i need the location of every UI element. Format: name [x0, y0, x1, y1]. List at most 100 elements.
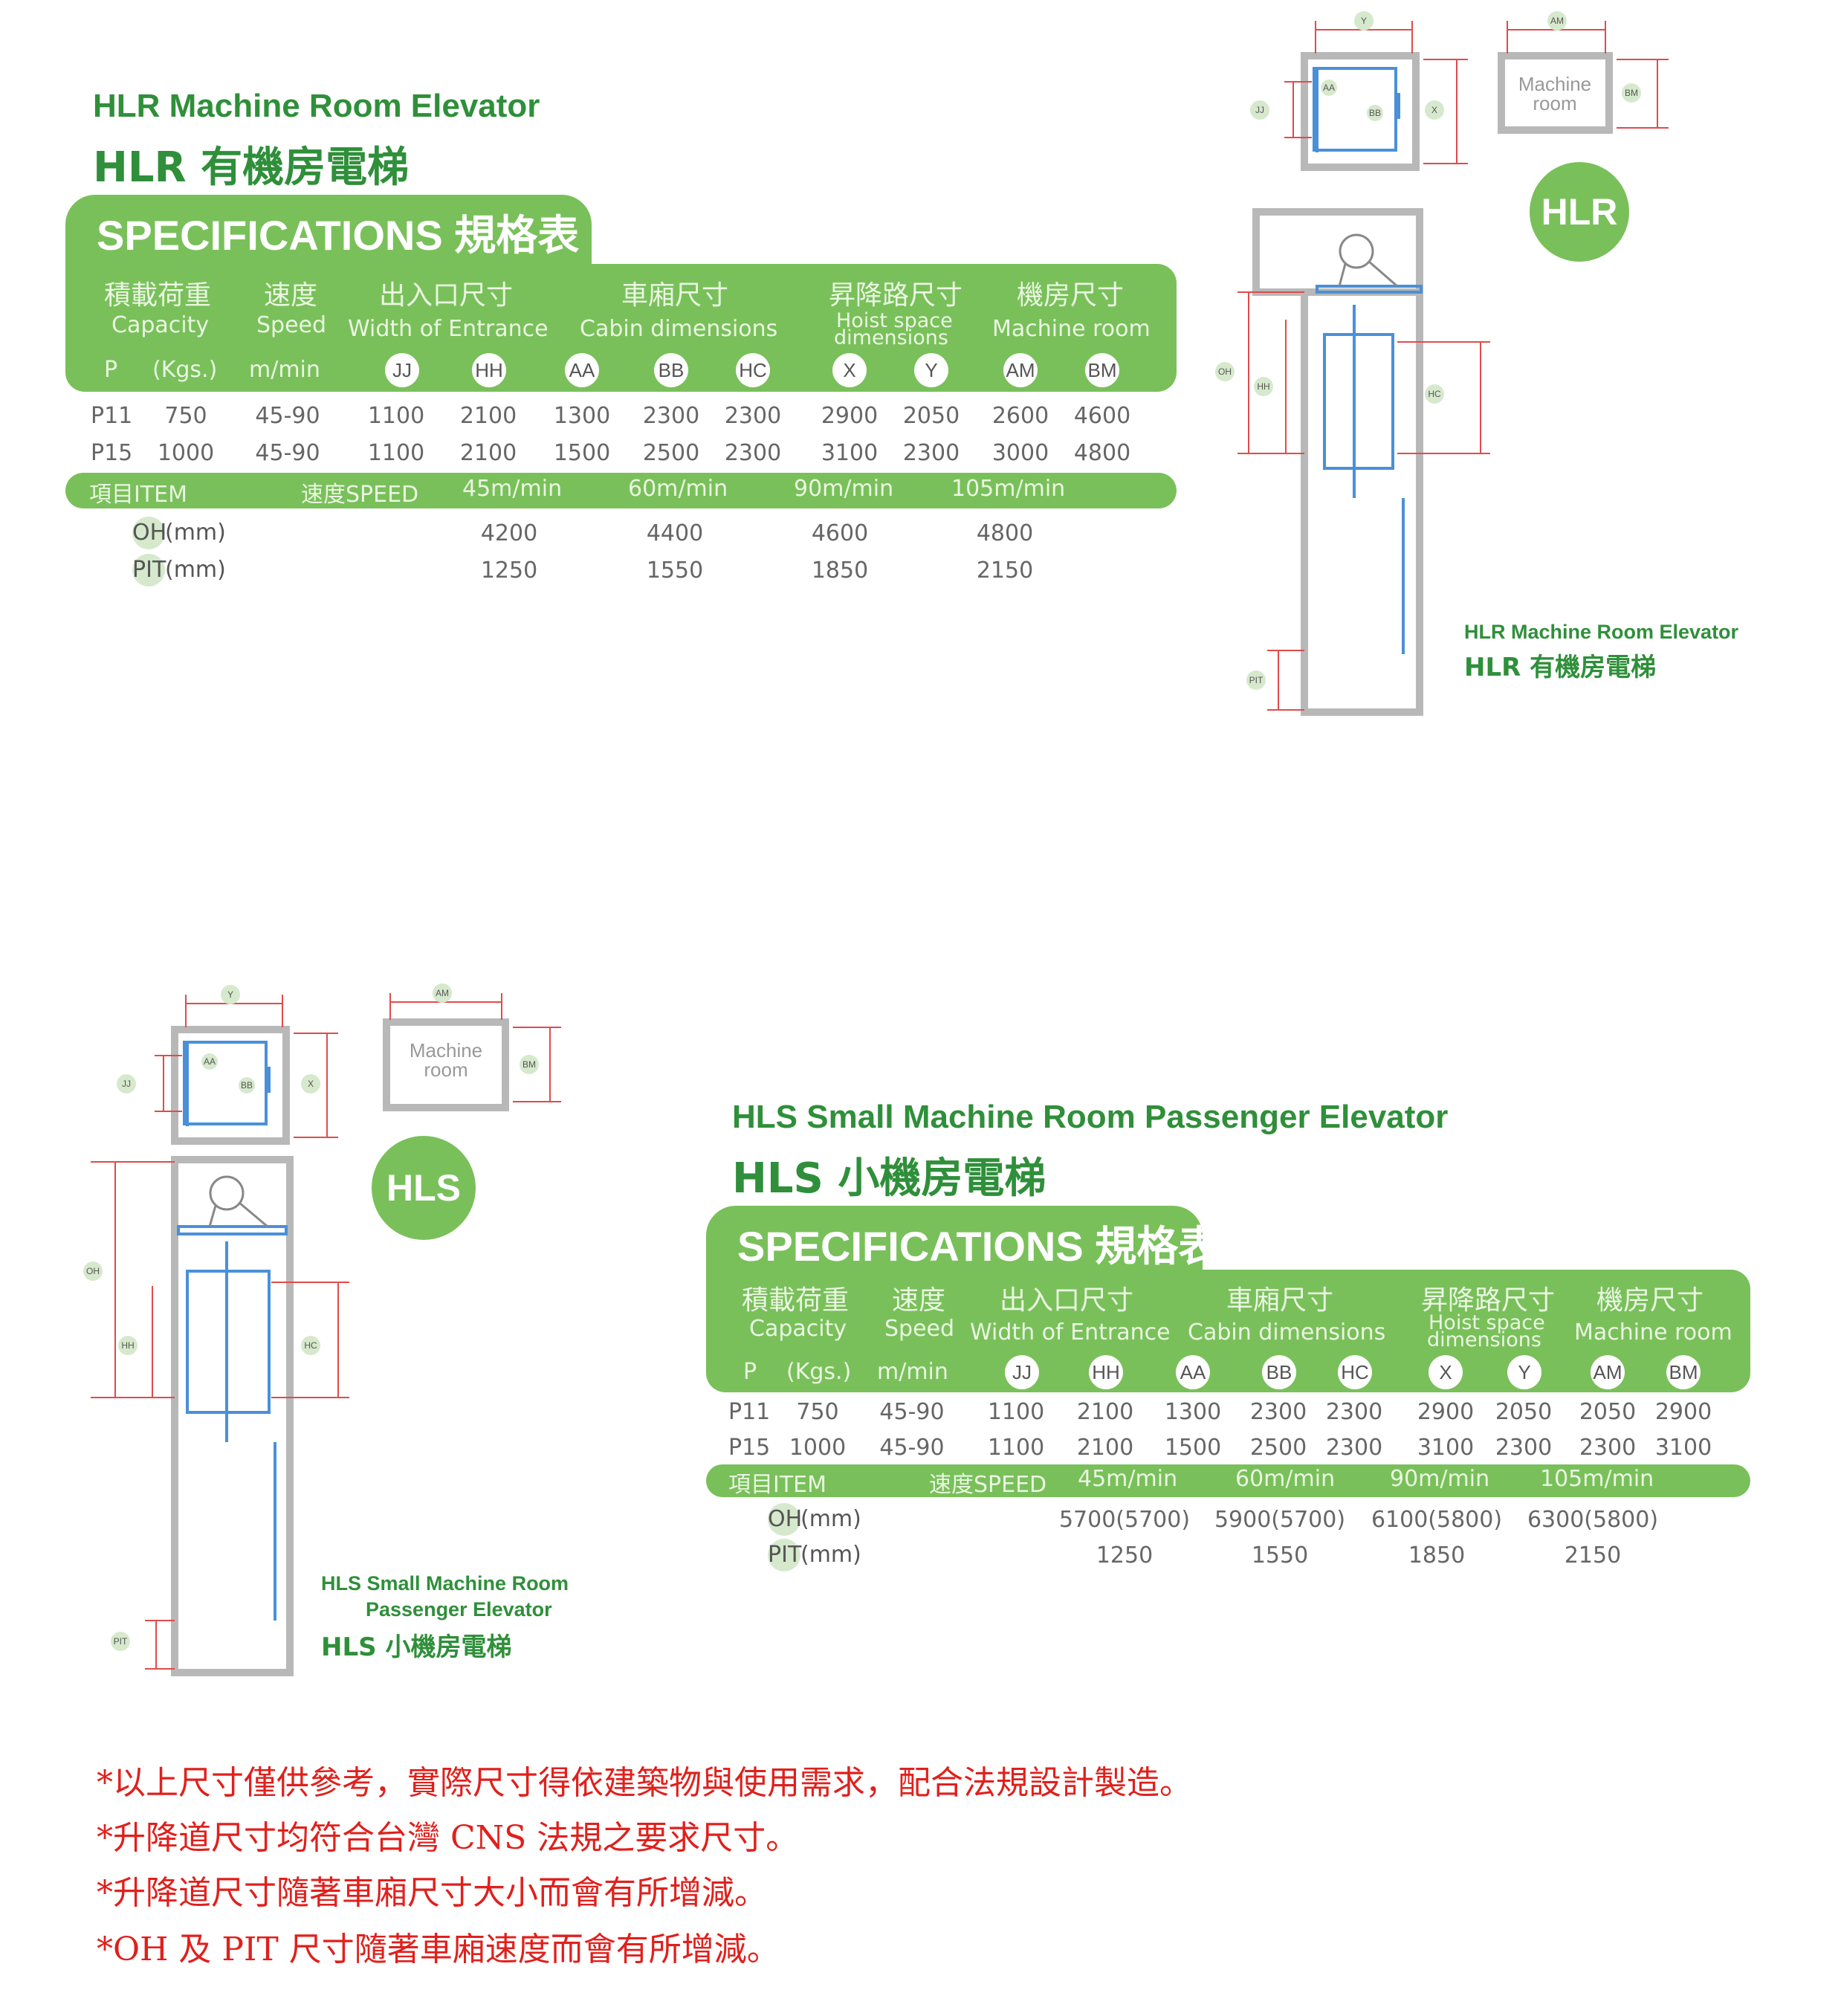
hlr-row1-hc: 2300 [724, 403, 782, 429]
hlr-title-zh: HLR 有機房電梯 [93, 143, 410, 192]
hls-pit-b: (mm) [800, 1542, 861, 1568]
hlr-row2-kgs: 1000 [157, 440, 215, 466]
hls-code-aa: AA [1176, 1355, 1210, 1389]
hlr-dim-jj: JJ [1255, 105, 1264, 115]
hls-oh-45: 5700(5700) [1058, 1507, 1191, 1533]
hls-hdr-hoist-en2: dimensions [1427, 1328, 1541, 1351]
hlr-dim-hc: HC [1428, 389, 1441, 399]
hls-row1-aa: 1300 [1164, 1399, 1222, 1425]
hls-code-bb: BB [1262, 1355, 1296, 1389]
hlr-row1-bm: 4600 [1073, 403, 1131, 429]
hls-speed-45: 45m/min [1078, 1466, 1178, 1492]
hls-dim-hc: HC [304, 1340, 317, 1351]
hlr-dim-y: Y [1361, 16, 1367, 26]
hlr-speed-label: 速度SPEED [301, 482, 419, 508]
hls-hdr-speed-zh: 速度 [892, 1285, 946, 1316]
hls-hdr-speed-en: Speed [884, 1316, 955, 1342]
hls-row1-x: 2900 [1417, 1399, 1475, 1425]
hls-row2-bm: 3100 [1654, 1435, 1712, 1461]
hlr-oh-45: 4200 [480, 520, 538, 546]
hlr-pit-label: PIT(mm) [132, 554, 226, 587]
hlr-oh-90: 4600 [811, 520, 869, 546]
hls-row2-hc: 2300 [1325, 1435, 1383, 1461]
hlr-badge: HLR [1530, 162, 1629, 262]
hls-code-am: AM [1591, 1355, 1625, 1389]
hlr-row1-speed: 45-90 [255, 403, 320, 429]
hlr-dim-oh: OH [1218, 366, 1232, 377]
hls-code-hh: HH [1089, 1355, 1123, 1389]
hls-plan-machine-room [383, 1018, 509, 1111]
hls-hdr-cabin-en: Cabin dimensions [1188, 1319, 1386, 1345]
hls-title-zh: HLS 小機房電梯 [732, 1154, 1046, 1203]
hls-oh-label: OH(mm) [768, 1503, 861, 1536]
hlr-row1-y: 2050 [902, 403, 960, 429]
hlr-row1-aa: 1300 [553, 403, 611, 429]
hlr-dim-bm: BM [1625, 88, 1638, 98]
hlr-hdr-hoist-en2: dimensions [834, 326, 948, 349]
hls-pit-60: 1550 [1251, 1542, 1309, 1568]
hlr-pit-b: (mm) [165, 557, 226, 583]
hlr-hdr-mmin: m/min [249, 357, 320, 383]
hlr-diagram: Y AM JJ AA BB X BM OH HH HC PIT Machine … [1215, 11, 1669, 716]
hlr-row2-bm: 4800 [1073, 440, 1131, 466]
hlr-code-hc: HC [736, 353, 770, 387]
hlr-oh-60: 4400 [646, 520, 704, 546]
hlr-speed-90: 90m/min [794, 476, 894, 502]
hls-badge: HLS [372, 1136, 476, 1240]
hls-speed-90: 90m/min [1390, 1466, 1490, 1492]
hls-hdr-kgs: (Kgs.) [786, 1359, 852, 1385]
hls-row2-aa: 1500 [1164, 1435, 1222, 1461]
hlr-hdr-hoist-en1: Hoist space [836, 309, 953, 332]
hlr-oh-a: OH [132, 517, 166, 549]
hlr-row1-jj: 1100 [367, 403, 425, 429]
hlr-machine-room-2: room [1533, 92, 1576, 114]
hlr-oh-b: (mm) [165, 520, 226, 546]
hlr-row2-y: 2300 [902, 440, 960, 466]
hlr-row1-p: P11 [91, 403, 133, 429]
hlr-code-bm: BM [1085, 353, 1119, 387]
hls-item-bar [706, 1464, 1750, 1497]
hls-pit-105: 2150 [1564, 1542, 1622, 1568]
hls-speed-label: 速度SPEED [929, 1472, 1047, 1498]
hls-diagram: Y AM JJ AA BB X BM OH HH HC PIT Machine … [83, 983, 561, 1676]
hlr-section-machine-room [1252, 208, 1423, 296]
hlr-speed-45: 45m/min [462, 476, 563, 502]
hls-hdr-machine-en: Machine room [1574, 1319, 1732, 1345]
hlr-row1-am: 2600 [991, 403, 1049, 429]
hls-speed-60: 60m/min [1235, 1466, 1336, 1492]
hls-row2-hh: 2100 [1076, 1435, 1134, 1461]
hlr-hdr-cabin-zh: 車廂尺寸 [621, 280, 729, 311]
hlr-dim-am: AM [1550, 16, 1564, 26]
hls-row1-am: 2050 [1579, 1399, 1637, 1425]
hls-row1-p: P11 [728, 1399, 771, 1425]
hlr-dim-hh: HH [1257, 381, 1269, 392]
hlr-item-label: 項目ITEM [89, 482, 188, 508]
hlr-spec-tab: SPECIFICATIONS 規格表 [65, 195, 592, 277]
hls-row2-kgs: 1000 [789, 1435, 847, 1461]
hls-dim-pit: PIT [114, 1636, 128, 1647]
hlr-pit-a: PIT [132, 554, 166, 587]
hlr-code-aa: AA [565, 353, 599, 387]
hls-oh-105: 6300(5800) [1527, 1507, 1659, 1533]
hls-row2-bb: 2500 [1249, 1435, 1307, 1461]
hlr-dim-x: X [1431, 105, 1437, 115]
hlr-machine-room-1: Machine [1518, 73, 1591, 95]
hlr-row2-jj: 1100 [367, 440, 425, 466]
hls-code-hc: HC [1338, 1355, 1372, 1389]
hlr-row2-hc: 2300 [724, 440, 782, 466]
hlr-row2-aa: 1500 [553, 440, 611, 466]
hlr-diagram-title-en: HLR Machine Room Elevator [1464, 621, 1739, 643]
hls-hdr-hoist-zh: 昇降路尺寸 [1421, 1285, 1556, 1316]
hls-plan-shaft [171, 1026, 290, 1145]
hls-machine-room-2: room [424, 1059, 467, 1081]
hls-row1-y: 2050 [1495, 1399, 1553, 1425]
hls-row1-kgs: 750 [796, 1399, 839, 1425]
hls-section-shaft [171, 1156, 294, 1676]
hlr-row2-bb: 2500 [642, 440, 700, 466]
hls-hdr-mmin: m/min [877, 1359, 948, 1385]
note-1: *以上尺寸僅供參考，實際尺寸得依建築物與使用需求，配合法規設計製造。 [97, 1764, 1192, 1802]
hls-diagram-title-en2: Passenger Elevator [366, 1598, 552, 1621]
hlr-hdr-entrance-zh: 出入口尺寸 [379, 280, 514, 311]
hls-row1-hc: 2300 [1325, 1399, 1383, 1425]
hlr-row2-speed: 45-90 [255, 440, 320, 466]
